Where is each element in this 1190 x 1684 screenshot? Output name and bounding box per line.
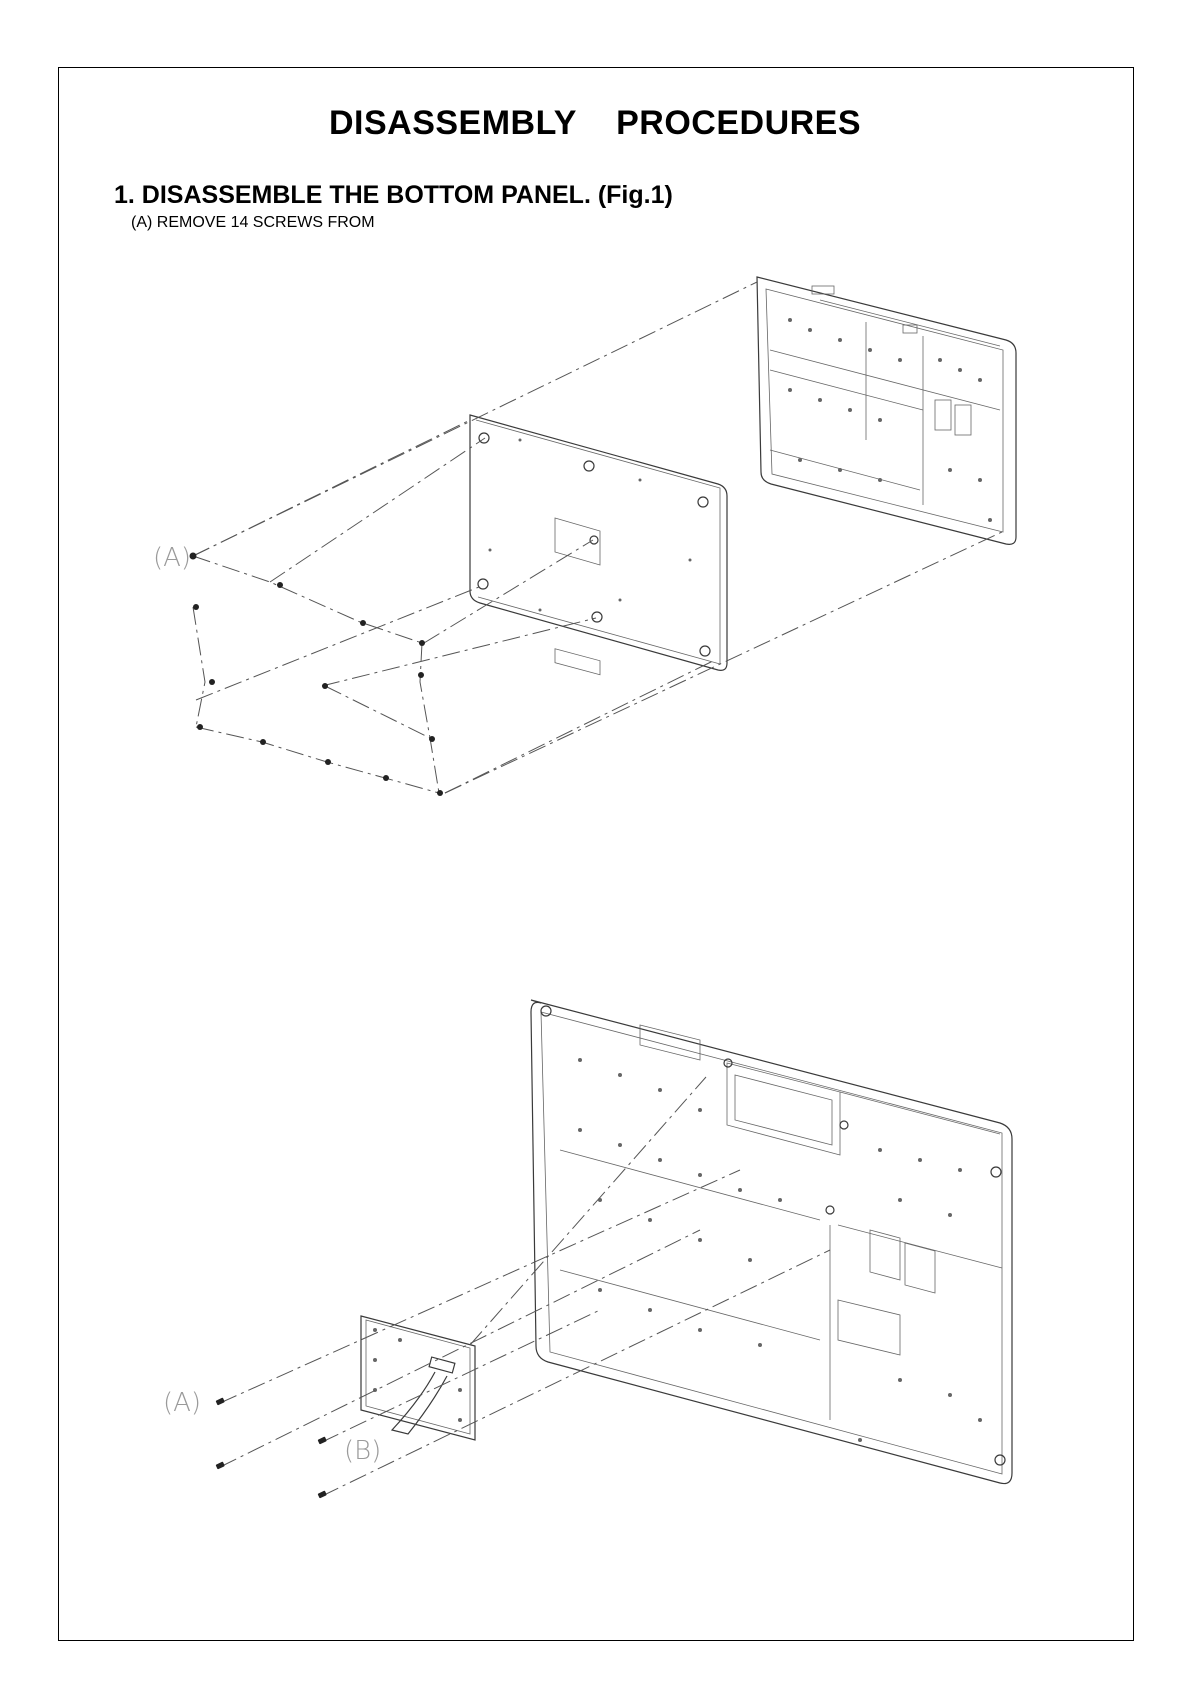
small-pcb [361,1316,475,1440]
main-unit-lower [531,1000,1012,1484]
bottom-panel [470,415,727,675]
callout-a-fig2: (A) [163,1388,201,1418]
callout-b-fig2: (B) [344,1436,381,1466]
screws-a-fig2 [216,1397,327,1498]
figure-1-bottom-panel-removal: (A) [153,277,1016,796]
main-unit-upper [757,277,1016,544]
screws-a-fig1 [190,553,444,797]
figure-2-pcb-removal: (A) (B) [163,1000,1012,1498]
callout-a-fig1: (A) [153,543,191,573]
